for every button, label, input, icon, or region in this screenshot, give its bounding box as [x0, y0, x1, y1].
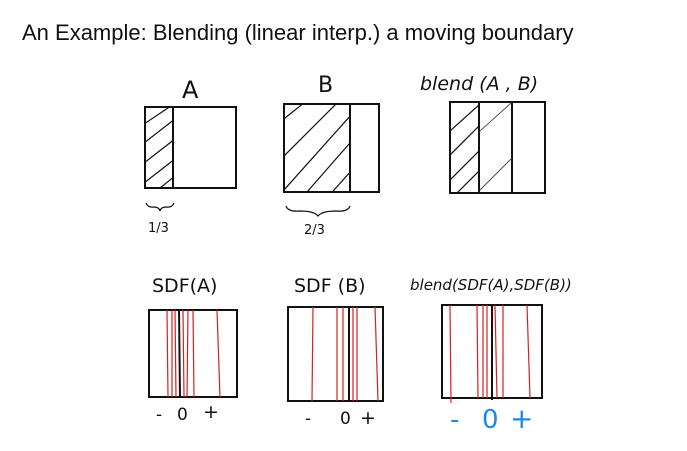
box-sdf-b: [287, 306, 384, 402]
sdf-a-plus: +: [203, 401, 219, 423]
contour-lines: [449, 304, 531, 404]
box-blend-ab: [449, 101, 546, 194]
contour-lines: [166, 309, 221, 398]
box-a: [144, 106, 237, 189]
label-sdf-a: SDF(A): [152, 275, 217, 297]
fraction-a: 1/3: [148, 221, 169, 236]
sdf-a-zero: 0: [177, 405, 188, 425]
box-blend-sdf: [441, 304, 543, 404]
brace-a: [145, 202, 175, 212]
label-sdf-b: SDF (B): [294, 275, 366, 297]
zero-line: [178, 309, 181, 398]
blend-plus: +: [510, 402, 533, 435]
label-blend-ab: blend (A , B): [420, 73, 538, 95]
contour-lines: [311, 306, 379, 402]
label-b: B: [318, 73, 333, 98]
blend-zero: 0: [482, 405, 499, 435]
sdf-a-minus: -: [156, 405, 162, 425]
brace-b: [285, 205, 351, 217]
fraction-b: 2/3: [304, 223, 325, 238]
slide-title: An Example: Blending (linear interp.) a …: [22, 20, 574, 45]
sdf-b-minus: -: [305, 409, 311, 429]
label-a: A: [182, 76, 199, 104]
sdf-b-plus: +: [360, 407, 376, 429]
label-blend-sdf: blend(SDF(A),SDF(B)): [410, 276, 572, 294]
box-b: [283, 103, 380, 193]
box-sdf-a: [148, 309, 238, 398]
blend-minus: -: [450, 405, 459, 435]
sdf-b-zero: 0: [340, 409, 351, 429]
